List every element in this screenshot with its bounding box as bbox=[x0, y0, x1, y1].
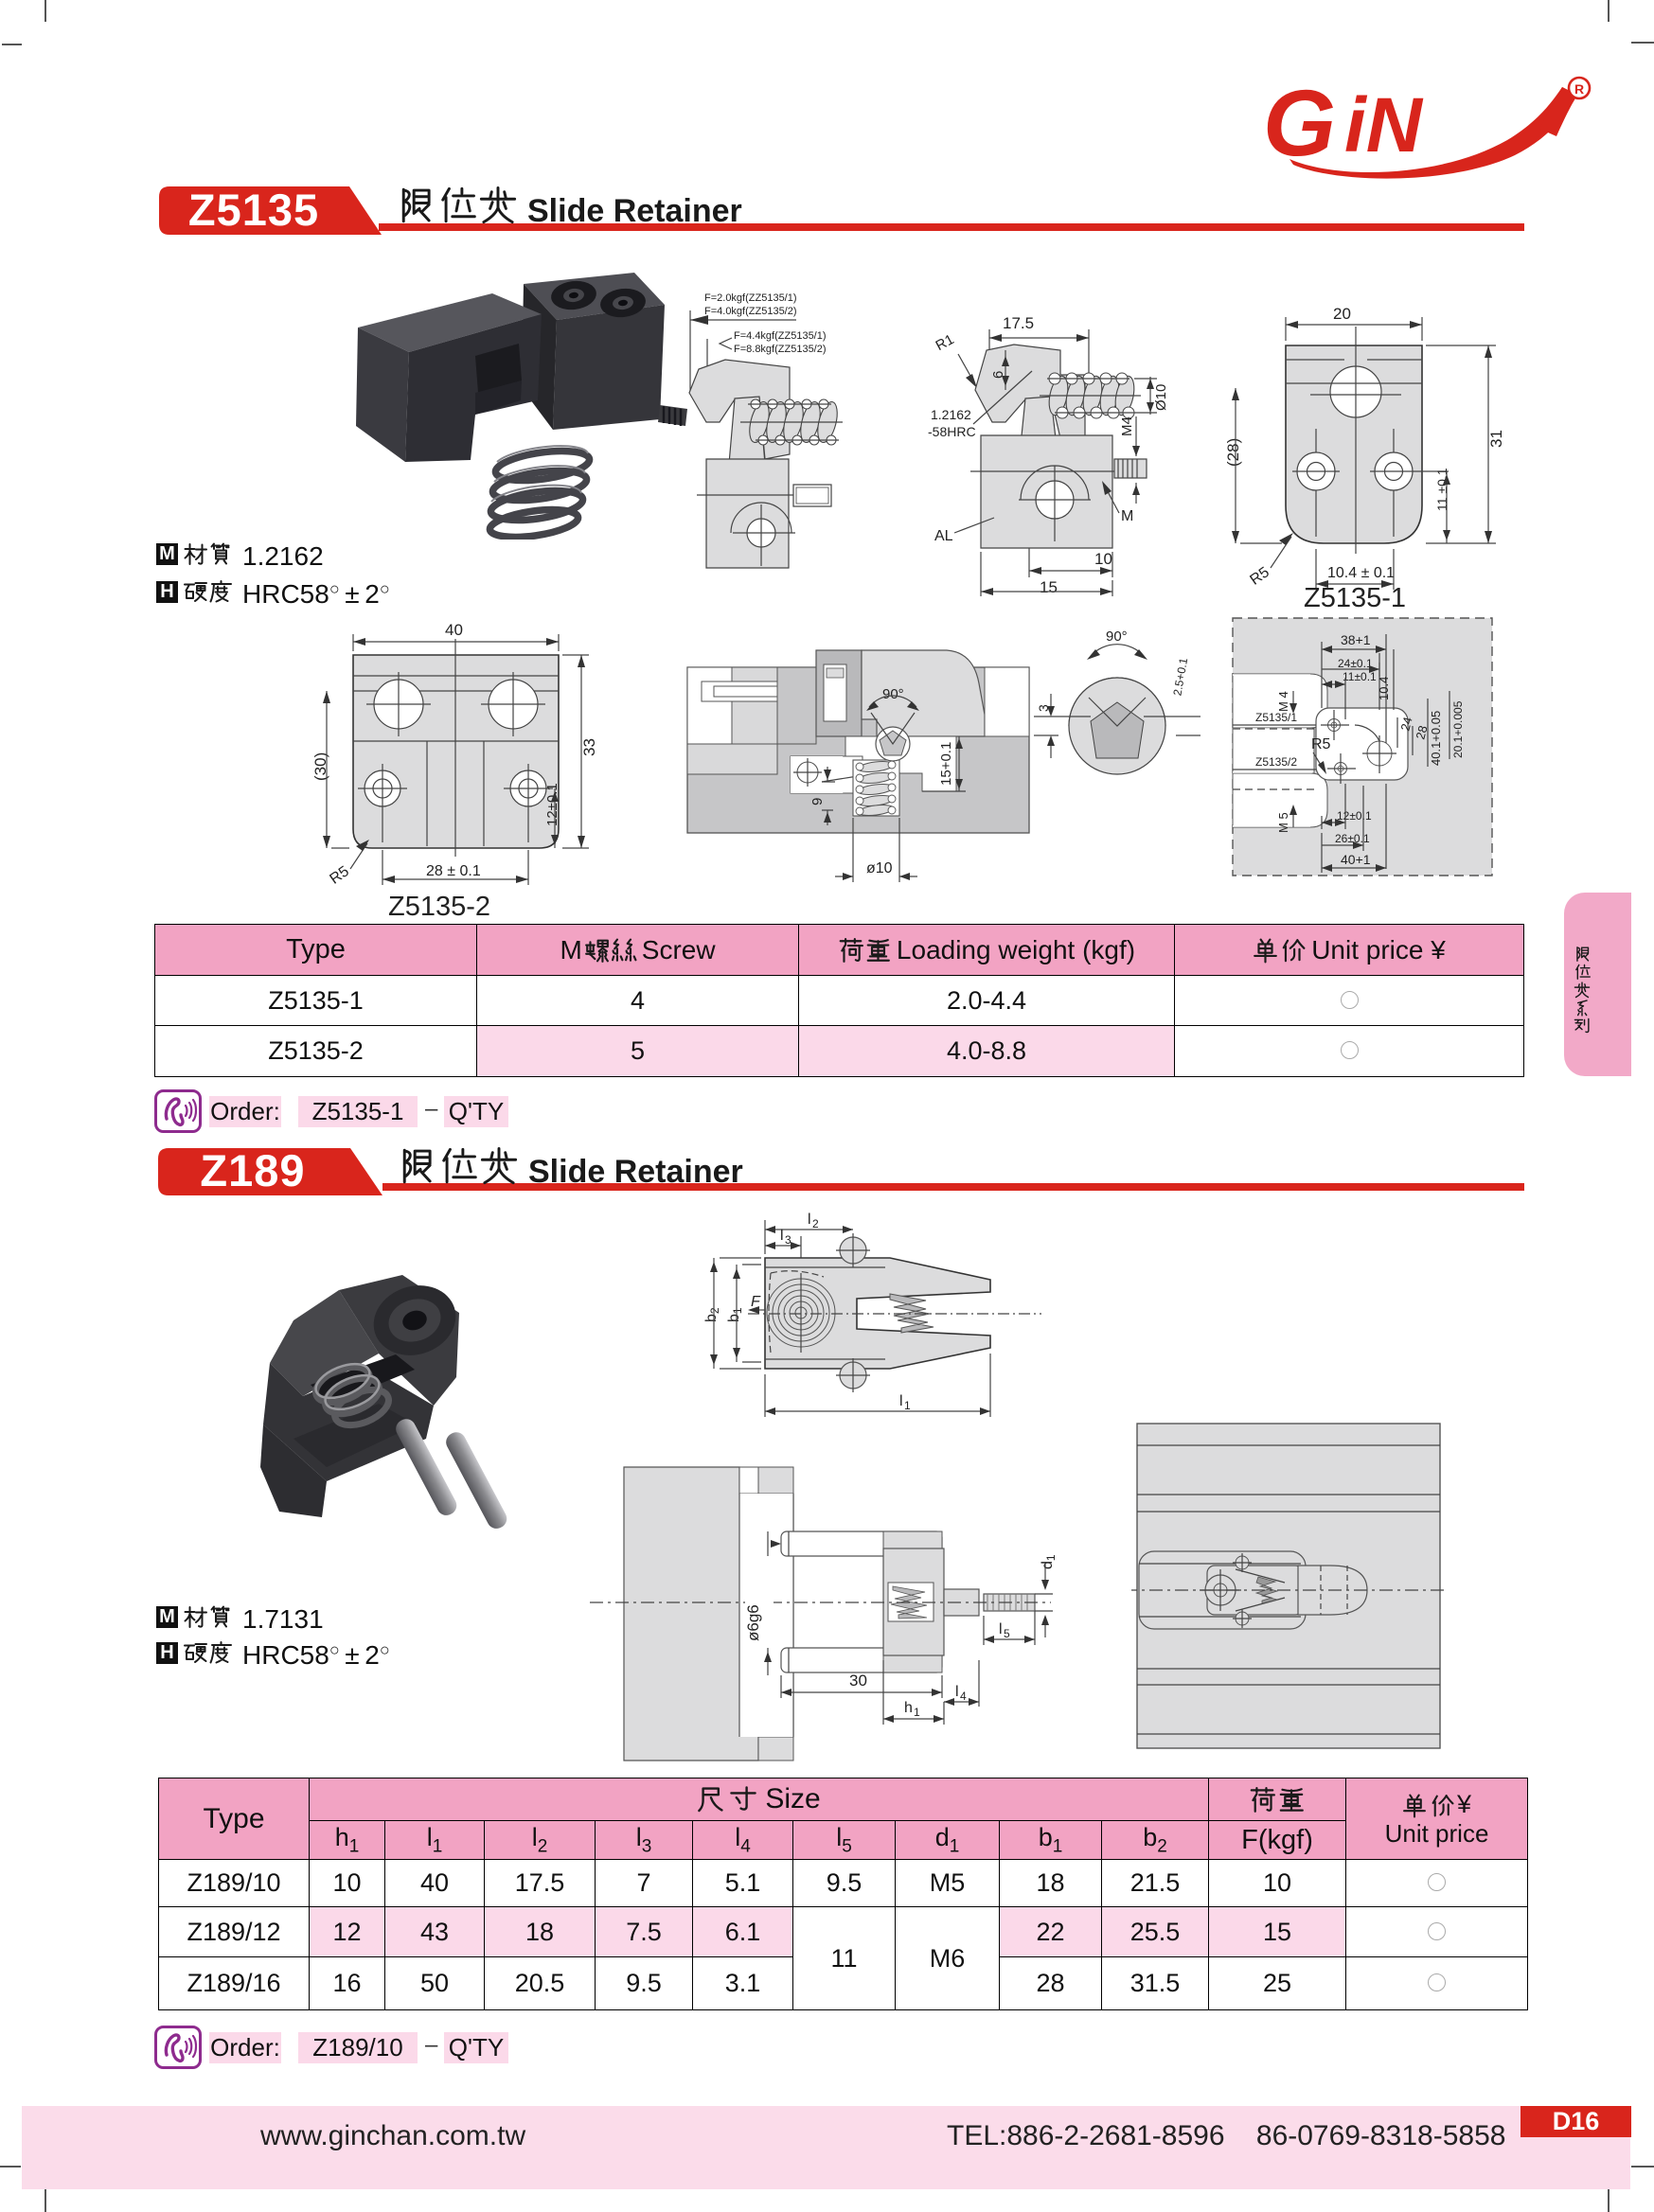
svg-text:F=8.8kgf(ZZ5135/2): F=8.8kgf(ZZ5135/2) bbox=[734, 344, 827, 355]
svg-text:40: 40 bbox=[445, 621, 463, 639]
svg-text:iN: iN bbox=[1344, 82, 1424, 168]
svg-text:ø10: ø10 bbox=[866, 860, 893, 876]
svg-text:AL: AL bbox=[934, 528, 953, 544]
svg-text:l: l bbox=[808, 1212, 811, 1228]
svg-text:90°: 90° bbox=[1106, 628, 1128, 645]
svg-text:3: 3 bbox=[1036, 704, 1051, 712]
svg-text:M4: M4 bbox=[1119, 416, 1135, 436]
svg-text:12±0.1: 12±0.1 bbox=[1337, 809, 1372, 823]
svg-text:31: 31 bbox=[1487, 430, 1505, 448]
svg-text:40.1+0.05: 40.1+0.05 bbox=[1429, 711, 1443, 766]
svg-text:M: M bbox=[1121, 508, 1133, 524]
svg-text:-58HRC: -58HRC bbox=[928, 424, 976, 439]
svg-text:R: R bbox=[1574, 81, 1584, 97]
svg-text:b1: b1 bbox=[726, 1307, 744, 1322]
svg-text:11±0.1: 11±0.1 bbox=[1343, 670, 1377, 683]
svg-text:9: 9 bbox=[809, 798, 826, 805]
svg-text:ø6g6: ø6g6 bbox=[744, 1604, 762, 1641]
svg-text:24±0.1: 24±0.1 bbox=[1338, 657, 1373, 670]
svg-text:l: l bbox=[780, 1228, 784, 1244]
svg-text:R5: R5 bbox=[1311, 736, 1331, 752]
svg-text:15+0.1: 15+0.1 bbox=[938, 742, 954, 786]
svg-text:24: 24 bbox=[1397, 716, 1414, 733]
svg-text:26±0.1: 26±0.1 bbox=[1335, 832, 1370, 845]
svg-text:4: 4 bbox=[960, 1690, 967, 1703]
svg-text:5: 5 bbox=[1004, 1627, 1010, 1640]
svg-text:G: G bbox=[1263, 70, 1336, 175]
svg-text:20.1+0.005: 20.1+0.005 bbox=[1451, 700, 1465, 758]
svg-text:12±0.1: 12±0.1 bbox=[544, 783, 560, 826]
svg-text:M 4: M 4 bbox=[1276, 691, 1290, 712]
svg-text:M 5: M 5 bbox=[1276, 812, 1290, 833]
svg-text:Z5135/1: Z5135/1 bbox=[1255, 711, 1297, 724]
svg-text:3: 3 bbox=[785, 1233, 791, 1247]
svg-text:F=4.4kgf(ZZ5135/1): F=4.4kgf(ZZ5135/1) bbox=[734, 330, 827, 342]
svg-text:l: l bbox=[955, 1684, 959, 1700]
svg-text:F=2.0kgf(ZZ5135/1): F=2.0kgf(ZZ5135/1) bbox=[704, 292, 797, 304]
svg-text:1: 1 bbox=[914, 1706, 920, 1719]
svg-text:6: 6 bbox=[990, 371, 1006, 379]
svg-text:Z5135-1: Z5135-1 bbox=[1304, 583, 1406, 613]
svg-text:10: 10 bbox=[1094, 550, 1112, 568]
svg-text:2: 2 bbox=[812, 1217, 819, 1230]
svg-text:Z189: Z189 bbox=[200, 1148, 305, 1195]
svg-text:1.2162: 1.2162 bbox=[931, 407, 971, 422]
svg-text:h: h bbox=[904, 1700, 913, 1716]
svg-text:F=4.0kgf(ZZ5135/2): F=4.0kgf(ZZ5135/2) bbox=[704, 306, 797, 317]
svg-text:l: l bbox=[899, 1393, 903, 1409]
svg-text:Z5135: Z5135 bbox=[188, 186, 319, 235]
svg-text:R5: R5 bbox=[1247, 564, 1272, 589]
svg-text:R5: R5 bbox=[327, 863, 352, 888]
svg-text:b2: b2 bbox=[703, 1307, 721, 1322]
svg-text:28: 28 bbox=[1413, 724, 1430, 741]
svg-text:l: l bbox=[999, 1621, 1003, 1637]
svg-text:10.4: 10.4 bbox=[1377, 677, 1391, 700]
svg-text:33: 33 bbox=[580, 738, 598, 756]
svg-text:(30): (30) bbox=[311, 752, 329, 781]
svg-text:28 ± 0.1: 28 ± 0.1 bbox=[426, 863, 481, 879]
svg-text:30: 30 bbox=[849, 1672, 867, 1690]
svg-text:Ø10: Ø10 bbox=[1153, 384, 1169, 411]
svg-text:40+1: 40+1 bbox=[1341, 852, 1371, 867]
svg-text:10.4 ± 0.1: 10.4 ± 0.1 bbox=[1327, 565, 1395, 581]
svg-text:d1: d1 bbox=[1040, 1554, 1056, 1569]
svg-text:15: 15 bbox=[1040, 578, 1058, 596]
svg-text:2.5+0.1: 2.5+0.1 bbox=[1170, 657, 1190, 698]
svg-text:R1: R1 bbox=[934, 331, 957, 354]
svg-text:38+1: 38+1 bbox=[1341, 632, 1371, 647]
svg-text:20: 20 bbox=[1333, 305, 1351, 323]
svg-text:(28): (28) bbox=[1224, 438, 1242, 467]
svg-text:17.5: 17.5 bbox=[1003, 314, 1034, 332]
svg-text:F: F bbox=[751, 1294, 761, 1310]
svg-text:1: 1 bbox=[904, 1399, 911, 1412]
svg-text:90°: 90° bbox=[882, 686, 904, 702]
svg-text:Z5135/2: Z5135/2 bbox=[1255, 755, 1297, 769]
